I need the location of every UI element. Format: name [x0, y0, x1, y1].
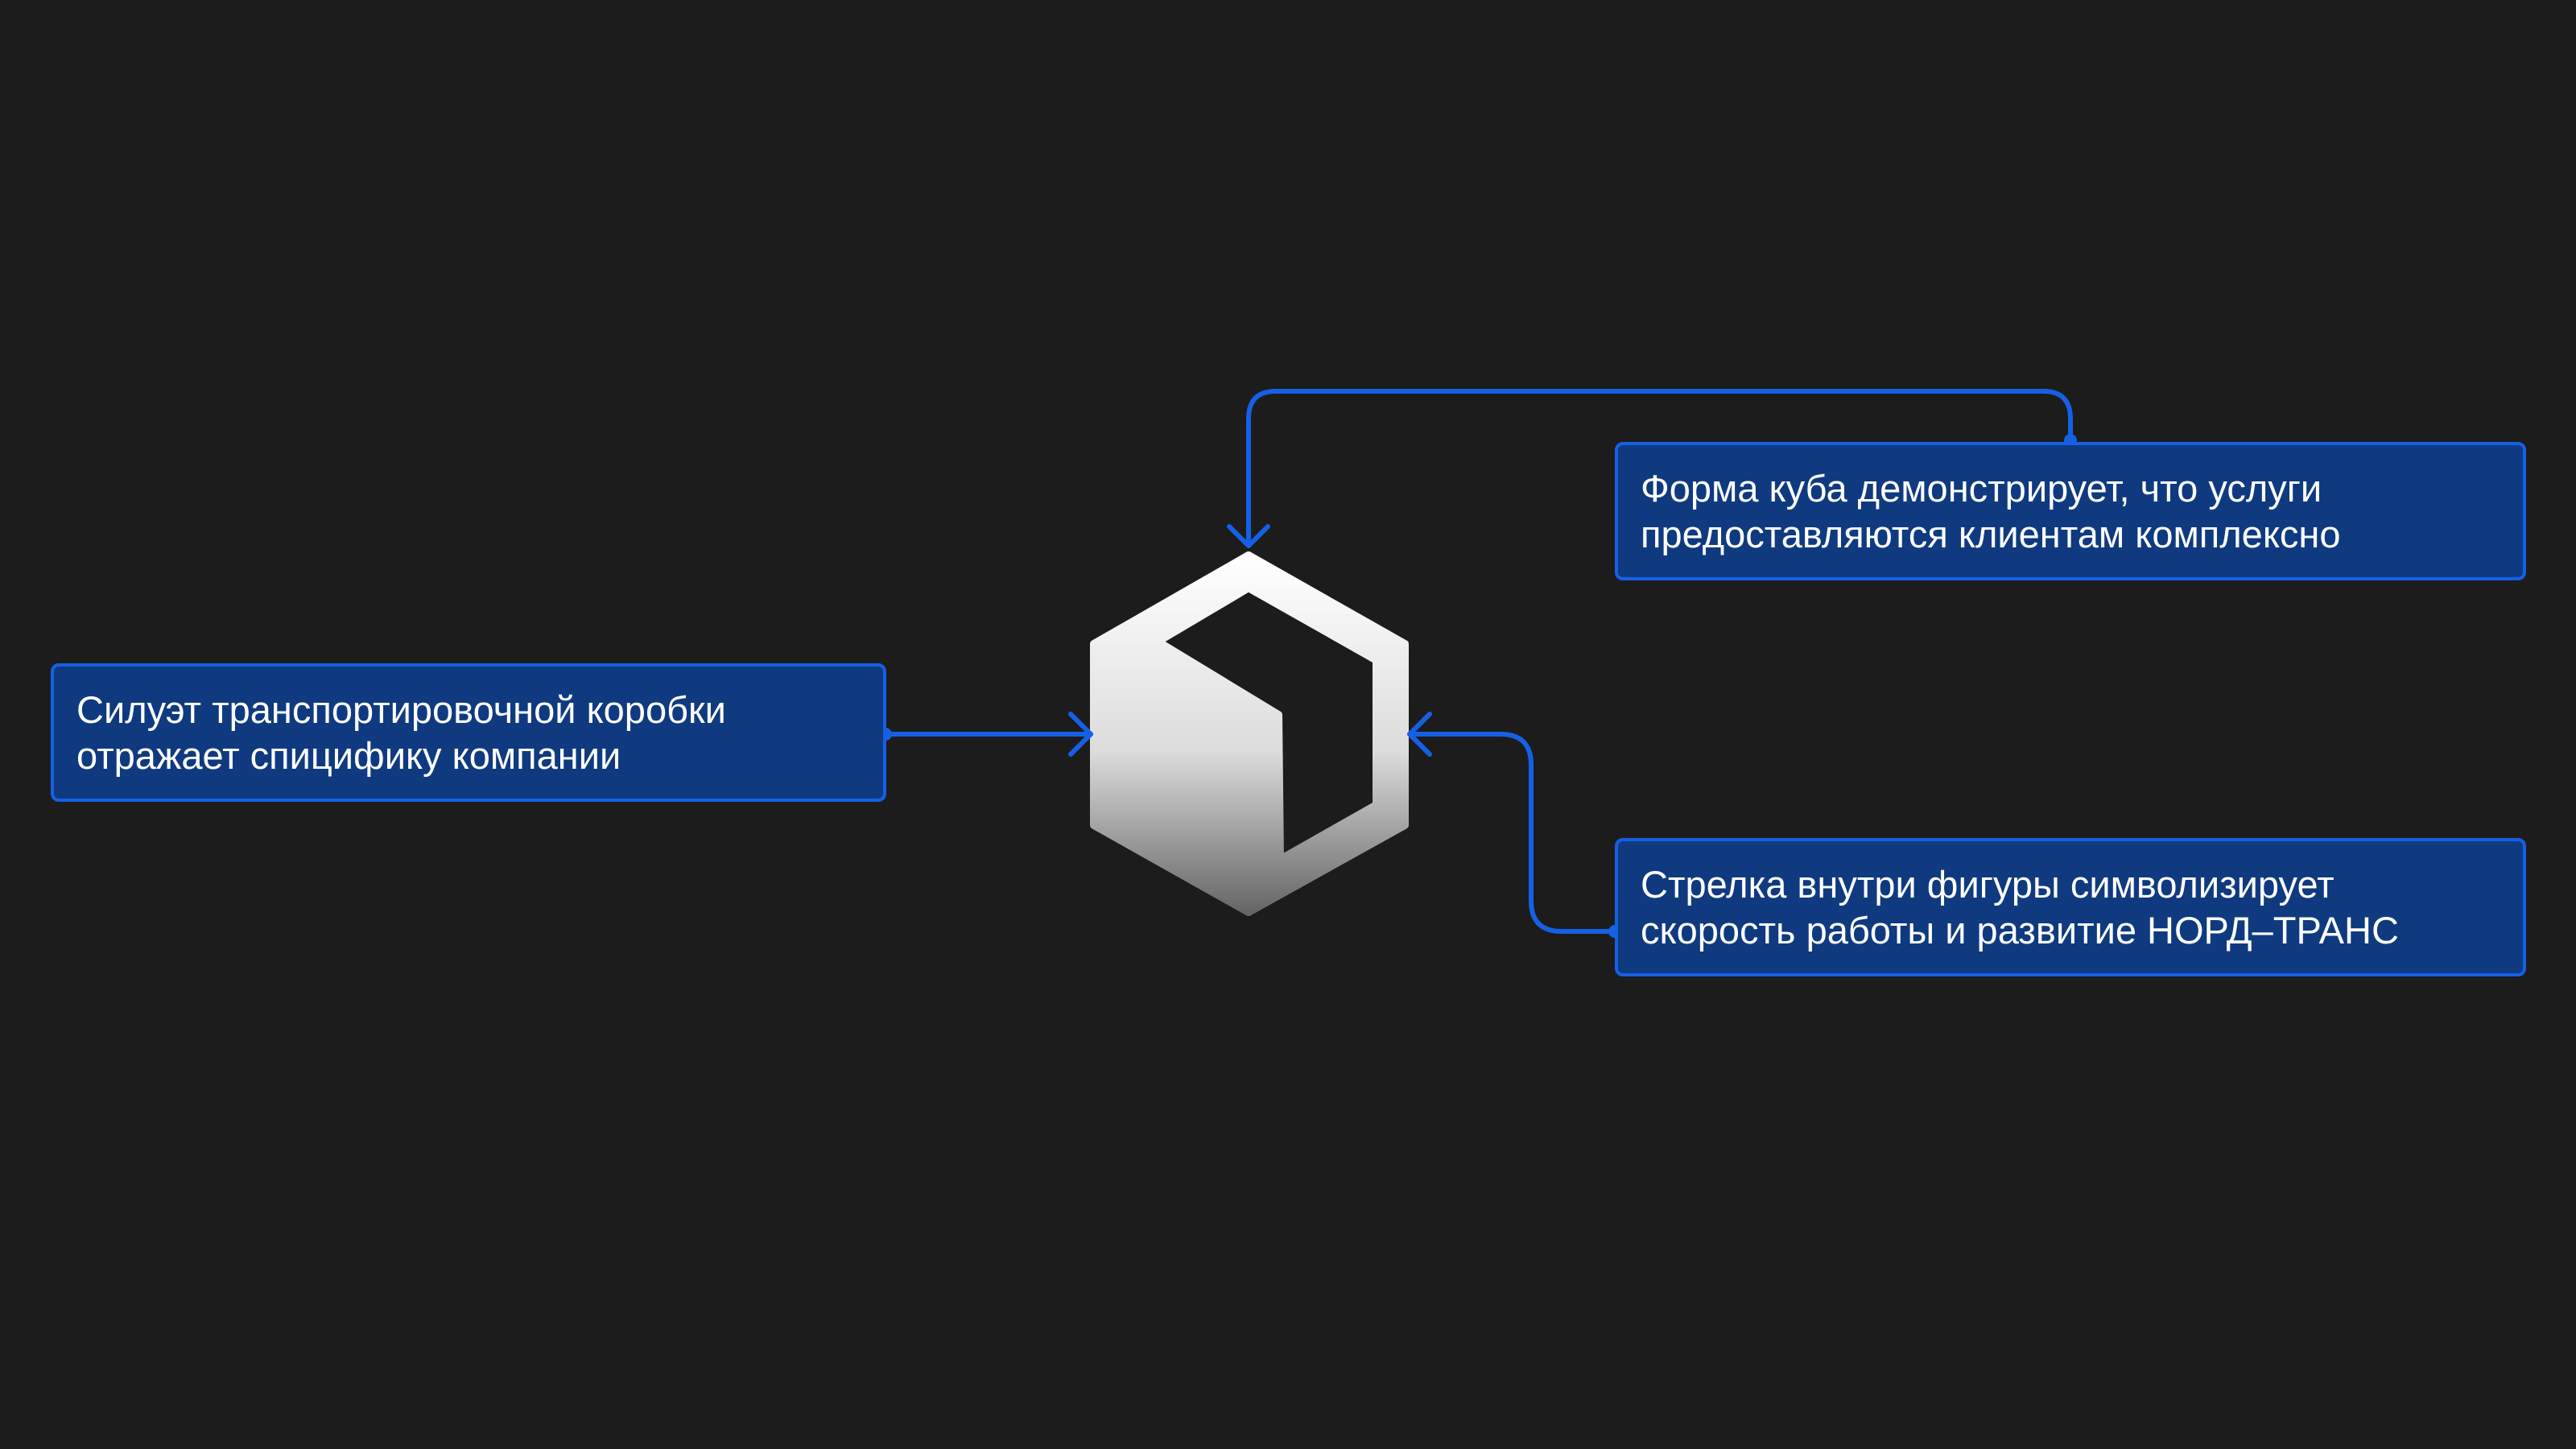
callout-text-line: отражает спицифику компании — [76, 734, 621, 777]
callout-text-line: Силуэт транспортировочной коробки — [76, 688, 726, 731]
hexagon-cube-logo — [1090, 551, 1409, 916]
callout-text-line: скорость работы и развитие НОРД–ТРАНС — [1641, 909, 2399, 952]
callout-text-line: предоставляются клиентам комплексно — [1641, 513, 2341, 555]
callout-text-line: Стрелка внутри фигуры символизирует — [1641, 863, 2334, 906]
callout-box-cube-shape: Форма куба демонстрирует, что услуги пре… — [1615, 442, 2526, 580]
callout-text-line: Форма куба демонстрирует, что услуги — [1641, 467, 2322, 510]
callout-box-arrow: Стрелка внутри фигуры символизирует скор… — [1615, 838, 2526, 976]
connector-top — [1227, 389, 2073, 548]
connector-bottom — [1407, 712, 1617, 934]
callout-box-silhouette: Силуэт транспортировочной коробки отража… — [51, 663, 886, 802]
connector-left — [883, 712, 1093, 757]
